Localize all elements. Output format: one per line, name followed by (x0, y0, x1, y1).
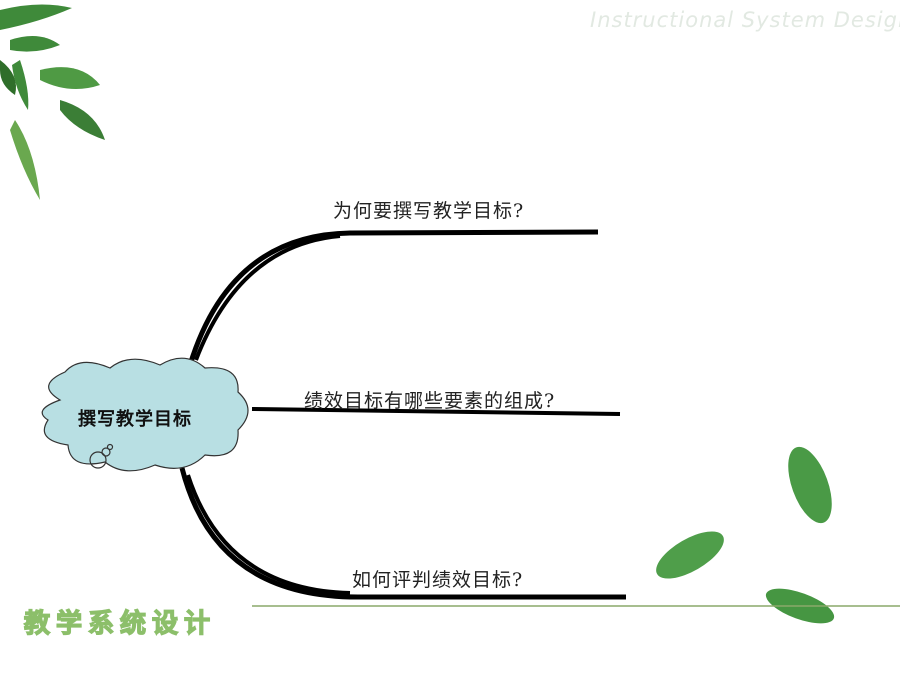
header-subtitle: Instructional System Design (590, 8, 900, 32)
center-cloud (41, 357, 249, 472)
connector-middle (251, 407, 621, 416)
branch-label-evaluate: 如何评判绩效目标? (352, 569, 524, 591)
center-topic: 撰写教学目标 (78, 409, 192, 430)
branch-label-why: 为何要撰写教学目标? (333, 200, 525, 222)
floating-leaves-decoration (656, 446, 835, 624)
connector-top (187, 229, 599, 366)
mindmap-connectors (179, 229, 626, 600)
branch-label-elements: 绩效目标有哪些要素的组成? (304, 390, 556, 412)
footer-title: 教学系统设计 (23, 608, 217, 639)
fern-leaves-decoration (0, 4, 105, 200)
connector-bottom (179, 467, 626, 600)
